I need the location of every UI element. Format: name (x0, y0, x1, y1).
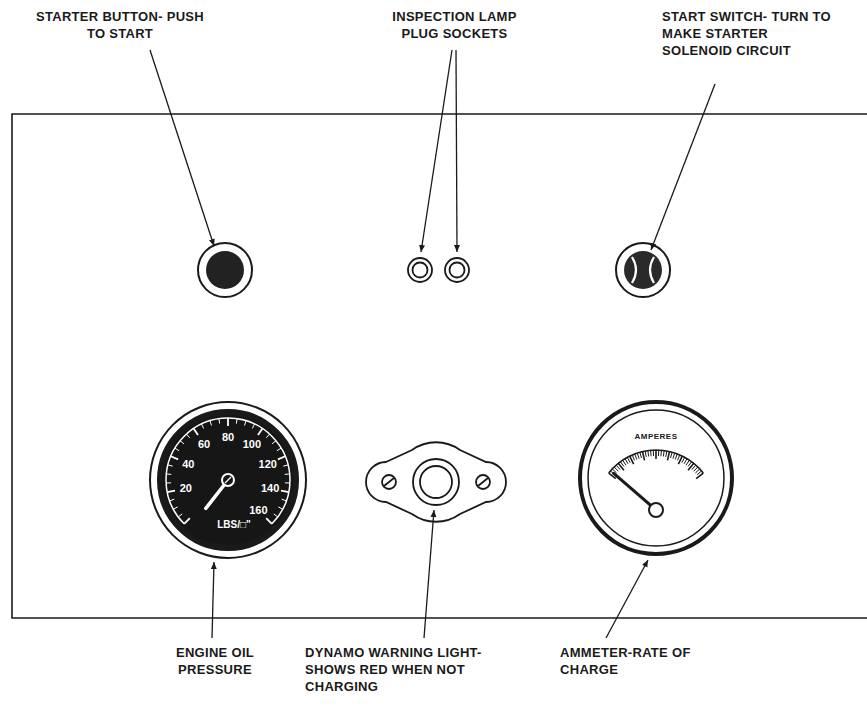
dial-text: 100 (243, 438, 261, 450)
ammeter-bezel (580, 402, 732, 554)
dial-text: 160 (249, 504, 267, 516)
callout-label: STARTER BUTTON- PUSH TO START (30, 8, 210, 42)
instrument-panel (12, 114, 867, 618)
callout-label: AMMETER-RATE OF CHARGE (560, 644, 720, 678)
oil-pressure-dial: 20 40 60 80 100 120 140 160LBS/□" (163, 415, 293, 545)
callout-label: DYNAMO WARNING LIGHT-SHOWS RED WHEN NOT … (305, 644, 520, 695)
dial-text: 40 (182, 458, 194, 470)
dial-text: AMPERES (634, 432, 677, 441)
callout-label: ENGINE OIL PRESSURE (140, 644, 290, 678)
dial-text: 20 (180, 482, 192, 494)
starter-button (198, 243, 252, 297)
leader-lines (150, 50, 715, 638)
start-switch (616, 243, 670, 297)
dial-text: 60 (198, 438, 210, 450)
dial-text: LBS/□" (217, 519, 251, 530)
dynamo-warning-light (366, 442, 506, 522)
dial-text: 120 (259, 458, 277, 470)
callout-label: INSPECTION LAMP PLUG SOCKETS (372, 8, 537, 42)
ammeter-dial: AMPERES (590, 412, 722, 544)
dial-text: 140 (261, 482, 279, 494)
dial-text: 80 (222, 431, 234, 443)
oil-gauge-bezel (150, 402, 306, 558)
callout-label: START SWITCH- TURN TO MAKE STARTER SOLEN… (662, 8, 842, 59)
lamp-sockets (408, 258, 469, 282)
